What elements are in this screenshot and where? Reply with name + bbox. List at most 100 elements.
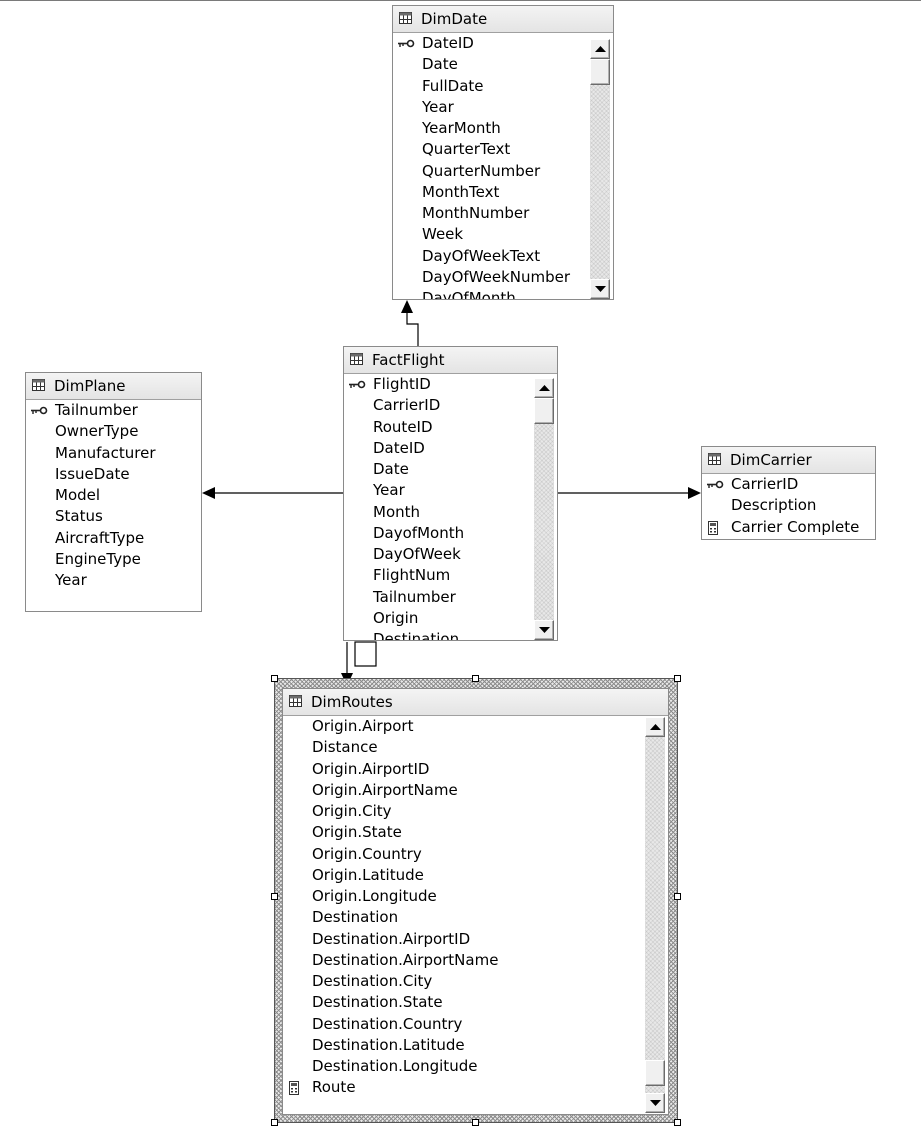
scroll-down-button[interactable]: [534, 620, 554, 640]
table-field-list[interactable]: FlightID CarrierID RouteID DateID Date Y…: [344, 374, 557, 640]
field-row[interactable]: OwnerType: [26, 421, 201, 442]
scroll-down-button[interactable]: [590, 279, 610, 299]
field-row[interactable]: Year: [344, 480, 557, 501]
table-dimroutes[interactable]: DimRoutes Origin.Airport Distance Origin…: [282, 688, 669, 1115]
field-row[interactable]: YearMonth: [393, 118, 613, 139]
field-row-calculated[interactable]: Carrier Complete: [702, 517, 875, 538]
field-name: Month: [373, 502, 421, 521]
field-row[interactable]: DateID: [344, 438, 557, 459]
vertical-scrollbar[interactable]: [534, 378, 554, 640]
field-row[interactable]: Origin: [344, 608, 557, 629]
field-row[interactable]: DayofMonth: [344, 523, 557, 544]
field-row[interactable]: Date: [344, 459, 557, 480]
field-row[interactable]: Destination.State: [283, 992, 668, 1013]
field-row[interactable]: Destination: [344, 629, 557, 640]
field-row[interactable]: Manufacturer: [26, 443, 201, 464]
field-row-key[interactable]: DateID: [393, 33, 613, 54]
field-name: Carrier Complete: [731, 517, 860, 536]
field-row[interactable]: Origin.City: [283, 801, 668, 822]
field-row[interactable]: QuarterText: [393, 139, 613, 160]
resize-handle-w[interactable]: [271, 893, 278, 900]
resize-handle-nw[interactable]: [271, 675, 278, 682]
field-row-calculated[interactable]: Route: [283, 1077, 668, 1098]
scroll-thumb[interactable]: [645, 1060, 665, 1086]
field-row[interactable]: FlightNum: [344, 565, 557, 586]
field-row[interactable]: Week: [393, 224, 613, 245]
field-row[interactable]: DayOfWeek: [344, 544, 557, 565]
field-row[interactable]: Destination.Country: [283, 1014, 668, 1035]
field-row[interactable]: Destination.AirportID: [283, 929, 668, 950]
field-row-key[interactable]: FlightID: [344, 374, 557, 395]
field-row[interactable]: IssueDate: [26, 464, 201, 485]
field-row[interactable]: Origin.AirportName: [283, 780, 668, 801]
field-row[interactable]: QuarterNumber: [393, 161, 613, 182]
scroll-thumb[interactable]: [534, 398, 554, 424]
field-row[interactable]: Destination.City: [283, 971, 668, 992]
field-row[interactable]: Origin.Latitude: [283, 865, 668, 886]
field-row[interactable]: FullDate: [393, 76, 613, 97]
field-row[interactable]: Destination.Longitude: [283, 1056, 668, 1077]
field-row[interactable]: Year: [26, 570, 201, 591]
field-row[interactable]: Month: [344, 502, 557, 523]
field-row[interactable]: Destination.Latitude: [283, 1035, 668, 1056]
table-field-list[interactable]: CarrierID Description Carrier Complete: [702, 474, 875, 539]
table-field-list[interactable]: Origin.Airport Distance Origin.AirportID…: [283, 716, 668, 1114]
field-name: FlightNum: [373, 566, 451, 585]
relationship-line-date: [406, 312, 419, 346]
field-row[interactable]: DayOfWeekText: [393, 246, 613, 267]
resize-handle-ne[interactable]: [674, 675, 681, 682]
table-header[interactable]: DimPlane: [26, 373, 201, 400]
scroll-up-button[interactable]: [590, 39, 610, 59]
table-header[interactable]: DimCarrier: [702, 447, 875, 474]
resize-handle-e[interactable]: [674, 893, 681, 900]
resize-handle-se[interactable]: [674, 1119, 681, 1126]
field-row-key[interactable]: Tailnumber: [26, 400, 201, 421]
field-row[interactable]: Status: [26, 506, 201, 527]
field-row[interactable]: Distance: [283, 737, 668, 758]
table-dimdate[interactable]: DimDate DateID Date FullDate Year YearMo…: [392, 5, 614, 300]
field-row[interactable]: Tailnumber: [344, 587, 557, 608]
table-field-list[interactable]: Tailnumber OwnerType Manufacturer IssueD…: [26, 400, 201, 611]
vertical-scrollbar[interactable]: [645, 717, 665, 1113]
field-name: QuarterNumber: [422, 161, 541, 180]
table-header[interactable]: FactFlight: [344, 347, 557, 374]
field-row[interactable]: DayOfWeekNumber: [393, 267, 613, 288]
table-title: DimRoutes: [311, 693, 393, 711]
field-row[interactable]: Origin.Airport: [283, 716, 668, 737]
field-row[interactable]: EngineType: [26, 549, 201, 570]
scroll-thumb[interactable]: [590, 59, 610, 85]
scroll-up-button[interactable]: [645, 717, 665, 737]
table-dimcarrier[interactable]: DimCarrier CarrierID Description Carrier…: [701, 446, 876, 540]
field-row[interactable]: Description: [702, 495, 875, 516]
field-row[interactable]: DayOfMonth: [393, 288, 613, 299]
resize-handle-s[interactable]: [472, 1119, 479, 1126]
field-row[interactable]: Origin.Country: [283, 844, 668, 865]
field-row[interactable]: Year: [393, 97, 613, 118]
vertical-scrollbar[interactable]: [590, 39, 610, 299]
field-row[interactable]: Date: [393, 54, 613, 75]
scroll-down-button[interactable]: [645, 1093, 665, 1113]
resize-handle-n[interactable]: [472, 675, 479, 682]
field-row[interactable]: MonthNumber: [393, 203, 613, 224]
field-row[interactable]: RouteID: [344, 417, 557, 438]
field-row[interactable]: CarrierID: [344, 395, 557, 416]
field-row[interactable]: Model: [26, 485, 201, 506]
resize-handle-sw[interactable]: [271, 1119, 278, 1126]
field-row[interactable]: Origin.AirportID: [283, 759, 668, 780]
table-factflight[interactable]: FactFlight FlightID CarrierID RouteID Da…: [343, 346, 558, 641]
field-row[interactable]: Origin.State: [283, 822, 668, 843]
field-row[interactable]: AircraftType: [26, 528, 201, 549]
field-row[interactable]: MonthText: [393, 182, 613, 203]
field-name: Origin.Latitude: [312, 865, 424, 884]
table-dimplane[interactable]: DimPlane Tailnumber OwnerType Manufactur…: [25, 372, 202, 612]
field-name: MonthNumber: [422, 204, 530, 222]
table-header[interactable]: DimDate: [393, 6, 613, 33]
field-row-key[interactable]: CarrierID: [702, 474, 875, 495]
field-row[interactable]: Destination: [283, 907, 668, 928]
table-header[interactable]: DimRoutes: [283, 689, 668, 716]
scroll-up-button[interactable]: [534, 378, 554, 398]
field-row[interactable]: Destination.AirportName: [283, 950, 668, 971]
field-row[interactable]: Origin.Longitude: [283, 886, 668, 907]
table-field-list[interactable]: DateID Date FullDate Year YearMonth Quar…: [393, 33, 613, 299]
